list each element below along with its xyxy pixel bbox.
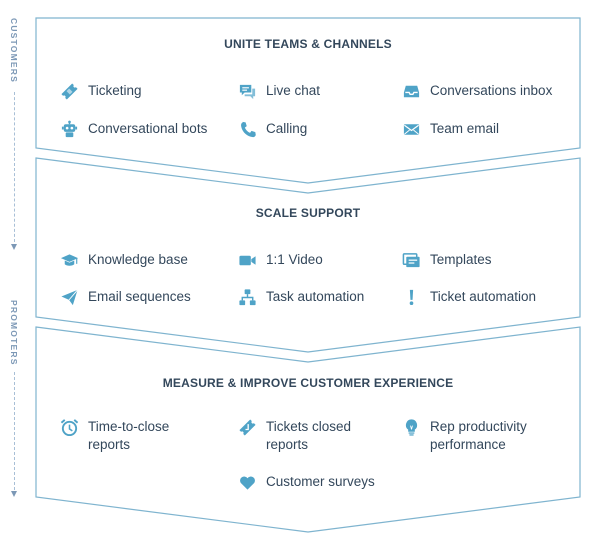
feature-customer-surveys: Customer surveys	[236, 471, 375, 493]
stage-1-outline	[35, 17, 581, 184]
paper-plane-icon	[58, 286, 80, 308]
feature-knowledge-base: Knowledge base	[58, 249, 188, 271]
feature-label: Calling	[266, 121, 308, 136]
section-title-scale: SCALE SUPPORT	[255, 206, 361, 220]
templates-icon	[400, 249, 422, 271]
feature-label: Customer surveys	[266, 474, 375, 489]
promoters-label: PROMOTERS	[9, 300, 19, 366]
feature-task-automation: Task automation	[236, 286, 364, 308]
feature-tickets-closed-reports: Tickets closed reports	[236, 416, 376, 454]
feature-label: Live chat	[266, 83, 321, 98]
feature-label: Rep productivity performance	[430, 419, 527, 452]
feature-team-email: Team email	[400, 118, 499, 140]
feature-time-to-close-reports: Time-to-close reports	[58, 416, 198, 454]
journey-dashed-line-top	[14, 92, 15, 242]
journey-arrow-bottom	[11, 491, 17, 497]
alarm-clock-icon	[58, 416, 80, 438]
feature-email-sequences: Email sequences	[58, 286, 191, 308]
feature-label: Conversations inbox	[430, 83, 553, 98]
feature-one-on-one-video: 1:1 Video	[236, 249, 323, 271]
feature-ticketing: Ticketing	[58, 80, 142, 102]
feature-live-chat: Live chat	[236, 80, 320, 102]
hierarchy-icon	[236, 286, 258, 308]
section-title-measure: MEASURE & IMPROVE CUSTOMER EXPERIENCE	[162, 376, 454, 390]
phone-icon	[236, 118, 258, 140]
ticket-icon	[58, 80, 80, 102]
exclamation-icon	[400, 286, 422, 308]
feature-label: Ticketing	[88, 83, 142, 98]
bot-icon	[58, 118, 80, 140]
journey-arrow-top	[11, 244, 17, 250]
feature-label: Email sequences	[88, 289, 191, 304]
lightbulb-icon	[400, 416, 422, 438]
section-title-unite: UNITE TEAMS & CHANNELS	[224, 37, 392, 51]
feature-label: 1:1 Video	[266, 252, 323, 267]
journey-dashed-line-bottom	[14, 372, 15, 490]
ticket-check-icon	[236, 416, 258, 438]
feature-label: Knowledge base	[88, 252, 188, 267]
stage-2-outline	[35, 157, 581, 353]
heart-icon	[236, 471, 258, 493]
graduation-cap-icon	[58, 249, 80, 271]
video-camera-icon	[236, 249, 258, 271]
feature-calling: Calling	[236, 118, 307, 140]
chat-icon	[236, 80, 258, 102]
stage-3-outline	[35, 326, 581, 533]
feature-label: Task automation	[266, 289, 365, 304]
inbox-icon	[400, 80, 422, 102]
feature-label: Conversational bots	[88, 121, 208, 136]
feature-label: Time-to-close reports	[88, 419, 170, 452]
feature-templates: Templates	[400, 249, 492, 271]
feature-rep-productivity-performance: Rep productivity performance	[400, 416, 550, 454]
feature-conversations-inbox: Conversations inbox	[400, 80, 552, 102]
feature-label: Ticket automation	[430, 289, 537, 304]
feature-label: Templates	[430, 252, 492, 267]
email-icon	[400, 118, 422, 140]
feature-label: Team email	[430, 121, 500, 136]
customers-label: CUSTOMERS	[9, 18, 19, 83]
feature-label: Tickets closed reports	[266, 419, 352, 452]
feature-conversational-bots: Conversational bots	[58, 118, 207, 140]
feature-ticket-automation: Ticket automation	[400, 286, 536, 308]
